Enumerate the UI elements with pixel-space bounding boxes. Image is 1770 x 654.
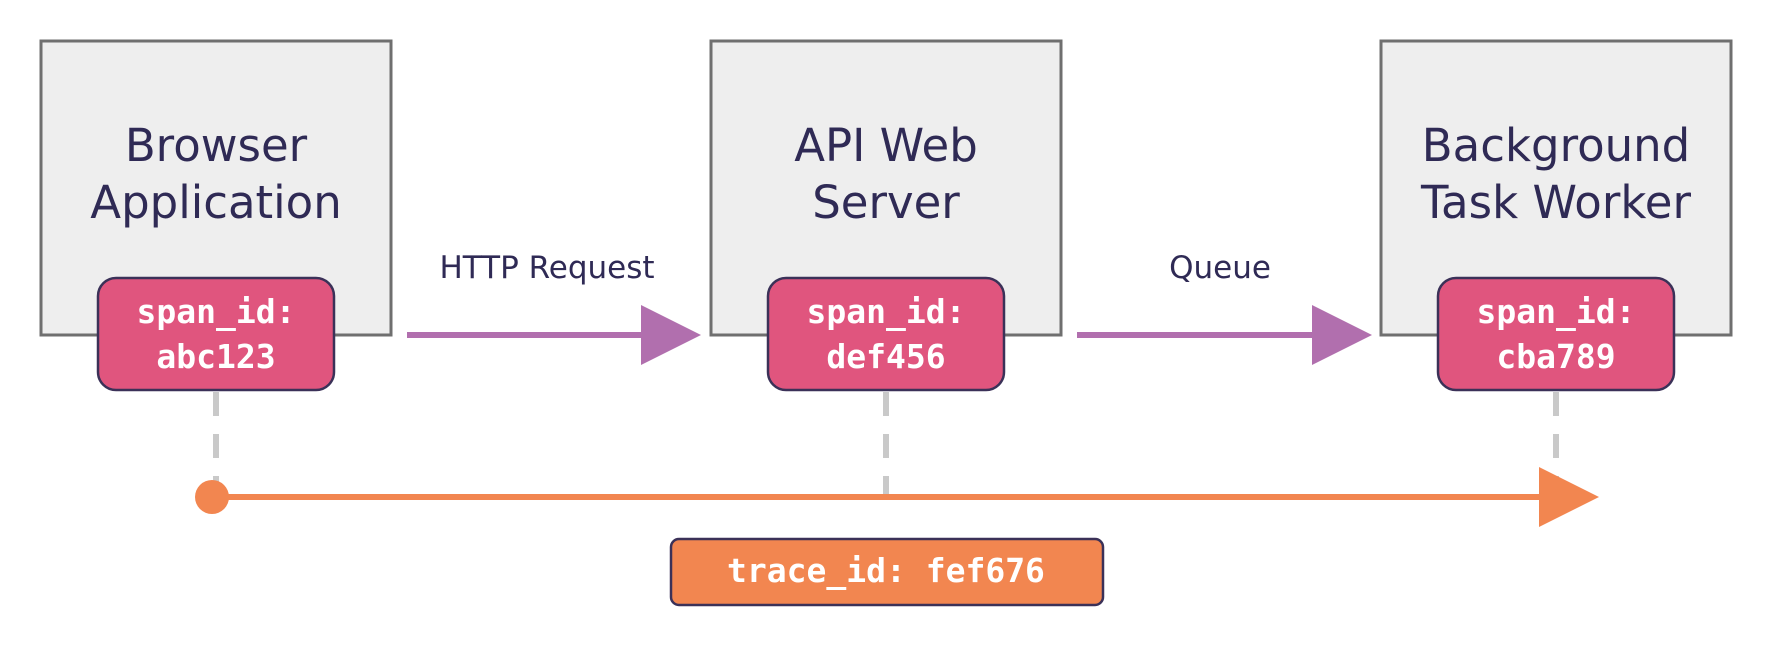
span-id-value: def456: [826, 337, 945, 376]
trace-id-label: trace_id: fef676: [727, 551, 1045, 590]
edge-label-http-request: HTTP Request: [439, 250, 654, 286]
span-badge-api: [766, 276, 1006, 392]
span-id-value: abc123: [156, 337, 275, 376]
span-badge-worker: [1436, 276, 1676, 392]
span-id-value: cba789: [1496, 337, 1615, 376]
span-id-label: span_id:: [137, 292, 296, 331]
trace-start-dot: [195, 480, 229, 514]
service-title-line-1: Browser: [125, 119, 308, 172]
service-title-line-1: API Web: [794, 119, 978, 172]
span-badge-browser: [96, 276, 336, 392]
service-title-line-2: Task Worker: [1420, 176, 1691, 229]
service-title-line-2: Server: [812, 176, 960, 229]
service-title-line-2: Application: [90, 176, 341, 229]
service-title-line-1: Background: [1422, 119, 1690, 172]
span-id-label: span_id:: [807, 292, 966, 331]
edge-label-queue: Queue: [1169, 250, 1271, 286]
trace-id-badge: [669, 537, 1105, 607]
span-id-label: span_id:: [1477, 292, 1636, 331]
service-box-background-task-worker: [1379, 39, 1733, 337]
